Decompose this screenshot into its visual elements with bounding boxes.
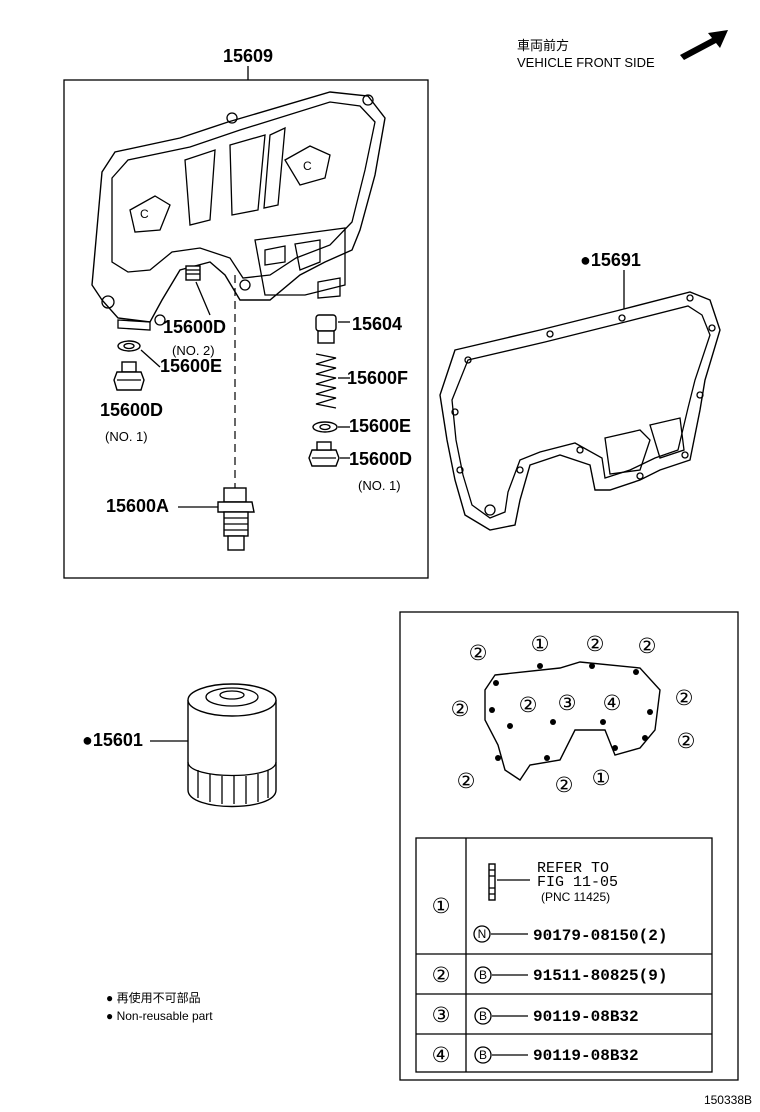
bolt-marker: ② xyxy=(519,693,538,717)
svg-text:B: B xyxy=(479,968,487,982)
oil-filter-15601 xyxy=(187,683,277,808)
table-part-number: 90179-08150(2) xyxy=(533,927,667,945)
svg-text:C: C xyxy=(303,159,312,173)
svg-text:B: B xyxy=(479,1048,487,1062)
label-15604: 15604 xyxy=(352,314,402,334)
figure-id: 150338B xyxy=(704,1093,752,1107)
bolt-marker: ② xyxy=(555,773,574,797)
washer-15600E-left xyxy=(117,340,141,352)
legend-en: ● Non-reusable part xyxy=(106,1009,213,1023)
spring-15600F xyxy=(315,353,337,409)
b-icon xyxy=(474,1046,492,1064)
washer-15600E-right xyxy=(312,421,338,433)
bolt-marker: ① xyxy=(531,632,550,656)
bolt-marker: ② xyxy=(638,634,657,658)
table-row-index: ① xyxy=(432,894,451,918)
bolt-box xyxy=(399,611,739,1081)
relief-valve-15600A xyxy=(217,487,255,551)
bolt-marker: ② xyxy=(586,632,605,656)
table-refer-line: REFER TO xyxy=(537,860,609,877)
label-15601: ●15601 xyxy=(82,730,143,750)
direction-label-en: VEHICLE FRONT SIDE xyxy=(517,55,655,70)
table-refer-line: FIG 11-05 xyxy=(537,874,618,891)
table-row-index: ② xyxy=(432,963,451,987)
oil-cooler-body: C C xyxy=(91,91,386,331)
assembly-box xyxy=(63,79,429,579)
bolt-marker: ② xyxy=(469,641,488,665)
svg-text:N: N xyxy=(478,927,487,941)
label-15600A: 15600A xyxy=(106,496,169,516)
valve-15604 xyxy=(315,314,337,344)
label-15600F: 15600F xyxy=(347,368,408,388)
label-15600D-no2-sub: (NO. 2) xyxy=(172,343,215,358)
bolt-marker: ③ xyxy=(558,691,577,715)
bolt-marker: ② xyxy=(457,769,476,793)
label-15691: ●15691 xyxy=(580,250,641,270)
table-part-number: 90119-08B32 xyxy=(533,1008,639,1026)
table-part-number: 91511-80825(9) xyxy=(533,967,667,985)
plug-15600D-no2 xyxy=(185,265,201,281)
b-icon xyxy=(474,966,492,984)
plug-15600D-right xyxy=(308,441,340,467)
direction-label-jp: 車両前方 xyxy=(517,38,569,53)
label-15600D-left-sub: (NO. 1) xyxy=(105,429,148,444)
label-15609: 15609 xyxy=(223,46,273,66)
stud-bolt-icon xyxy=(488,863,530,901)
label-15600D-no2: 15600D xyxy=(163,317,226,337)
gasket-15691 xyxy=(439,291,721,531)
bolt-marker: ② xyxy=(451,697,470,721)
svg-text:C: C xyxy=(140,207,149,221)
n-icon xyxy=(473,925,491,943)
table-refer-line: (PNC 11425) xyxy=(541,890,610,904)
label-15600D-left: 15600D xyxy=(100,400,163,420)
table-row-index: ③ xyxy=(432,1003,451,1027)
bolt-marker: ④ xyxy=(603,691,622,715)
bolt-table xyxy=(415,837,713,1073)
bolt-marker: ② xyxy=(675,686,694,710)
plug-15600D-left xyxy=(113,361,145,391)
bolt-marker: ① xyxy=(592,766,611,790)
svg-text:B: B xyxy=(479,1009,487,1023)
label-15600E-left: 15600E xyxy=(160,356,222,376)
legend-jp: ● 再使用不可部品 xyxy=(106,990,201,1005)
table-row-index: ④ xyxy=(432,1043,451,1067)
arrow-icon xyxy=(680,30,728,60)
bolt-marker: ② xyxy=(677,729,696,753)
label-15600D-right: 15600D xyxy=(349,449,412,469)
b-icon xyxy=(474,1007,492,1025)
table-part-number: 90119-08B32 xyxy=(533,1047,639,1065)
label-15600D-right-sub: (NO. 1) xyxy=(358,478,401,493)
bolt-layout-plate xyxy=(484,661,661,781)
label-15600E-right: 15600E xyxy=(349,416,411,436)
